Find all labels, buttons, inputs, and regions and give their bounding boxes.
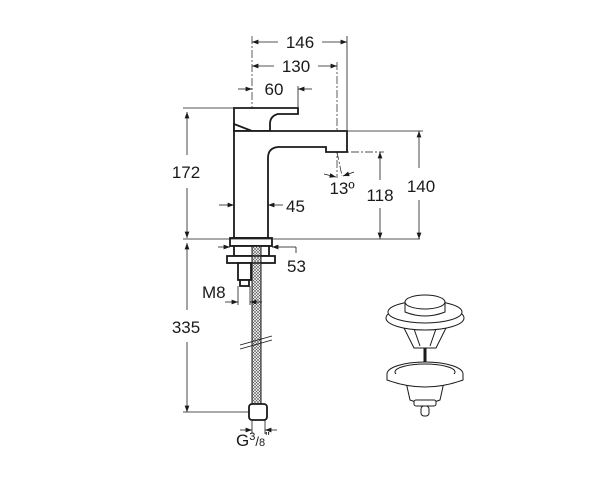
svg-text:G3/8": G3/8" [236, 429, 270, 450]
dimension-hose-connection: G3/8" [236, 420, 277, 450]
svg-text:335: 335 [172, 318, 200, 337]
svg-text:60: 60 [265, 80, 284, 99]
dimension-130: 130 [251, 57, 338, 178]
faucet-body [226, 107, 348, 421]
dimension-118: 118 [337, 151, 394, 239]
dimension-146: 146 [251, 33, 348, 130]
svg-text:130: 130 [282, 57, 310, 76]
svg-text:13º: 13º [329, 179, 354, 198]
dimension-172: 172 [172, 107, 234, 238]
svg-text:45: 45 [286, 197, 305, 216]
dimension-m8: M8 [202, 283, 262, 305]
svg-text:53: 53 [287, 257, 306, 276]
dimension-45: 45 [219, 197, 305, 216]
dimension-53: 53 [218, 244, 306, 276]
svg-text:140: 140 [407, 177, 435, 196]
dimension-angle: 13º [323, 151, 355, 198]
svg-text:M8: M8 [202, 283, 226, 302]
svg-text:146: 146 [286, 33, 314, 52]
svg-text:118: 118 [366, 186, 393, 205]
dimension-60: 60 [238, 80, 312, 107]
svg-text:172: 172 [172, 163, 200, 182]
dimension-335: 335 [172, 243, 249, 413]
dimension-140: 140 [347, 130, 435, 239]
pop-up-waste-illustration [385, 294, 465, 417]
